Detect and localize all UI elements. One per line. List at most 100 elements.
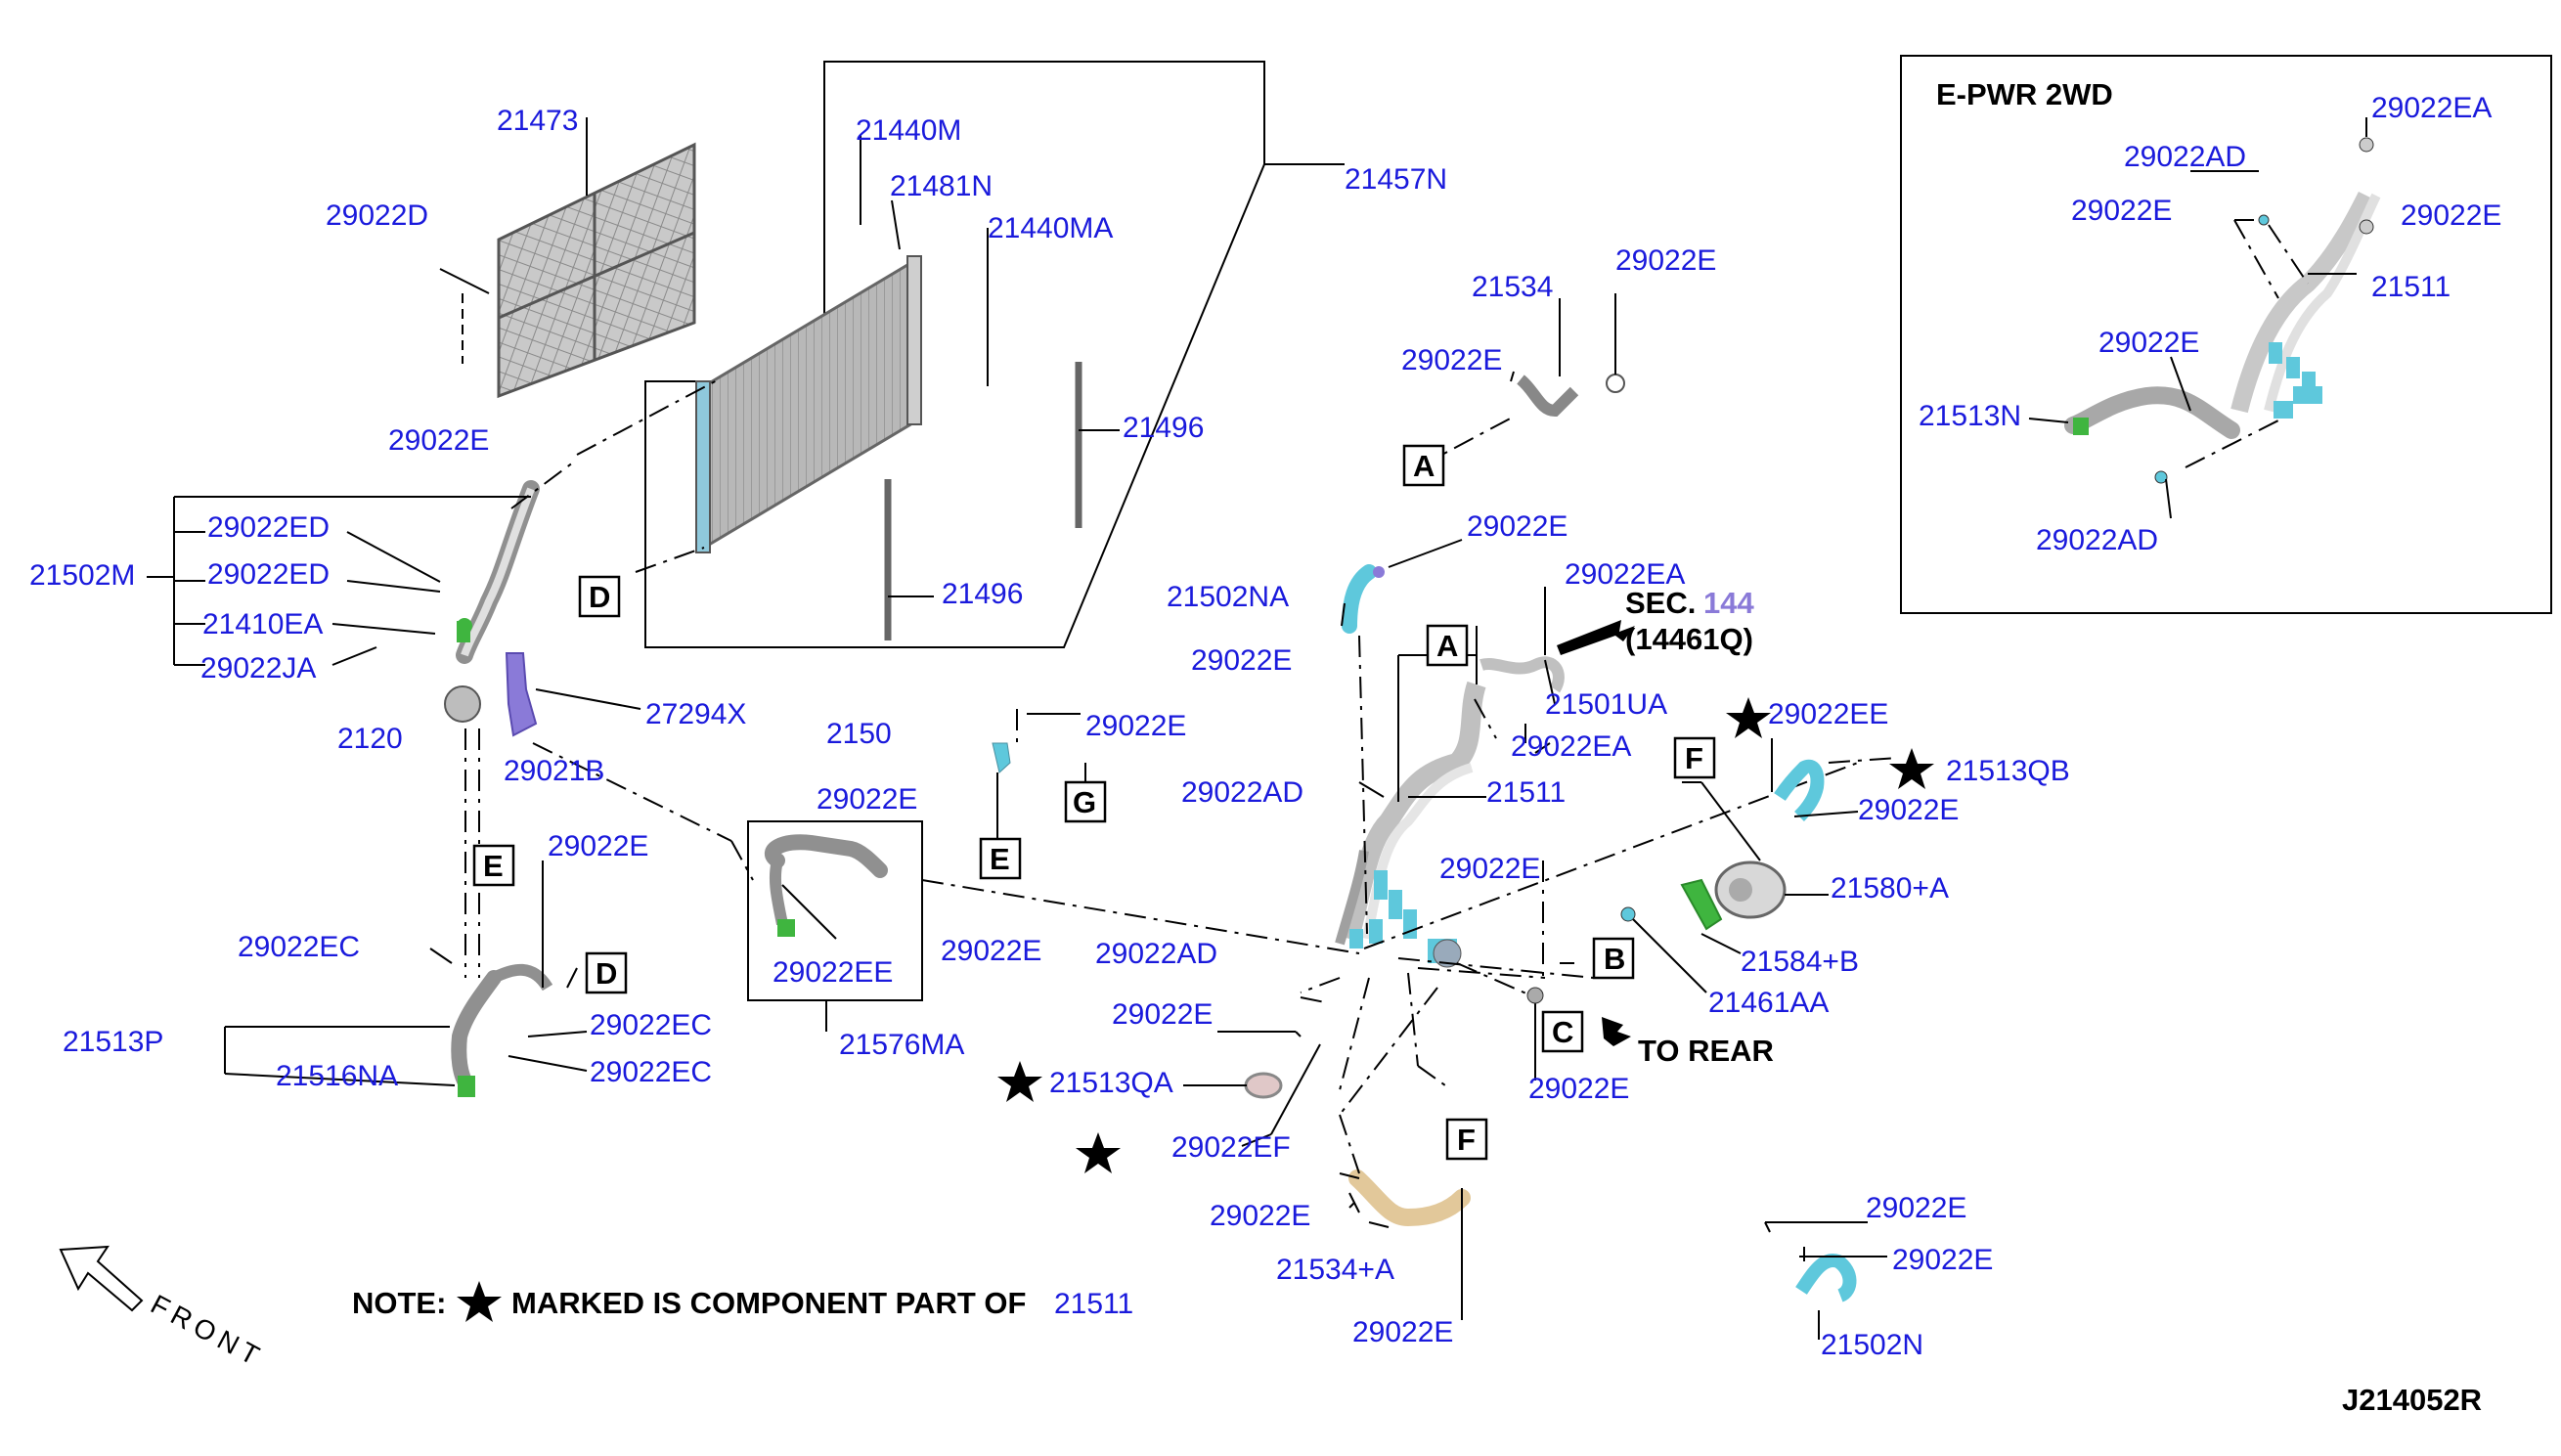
part-label-21502NA[interactable]: 21502NA	[1167, 581, 1289, 613]
star-icon	[1889, 748, 1934, 789]
part-label-21440M[interactable]: 21440M	[856, 114, 961, 147]
part-label-29022E-topright[interactable]: 29022E	[1615, 244, 1716, 277]
inset-label-21511[interactable]: 21511	[2371, 271, 2451, 303]
part-label-29022E-g[interactable]: 29022E	[1085, 710, 1186, 742]
inset-label-29022E-right[interactable]: 29022E	[2401, 199, 2501, 232]
svg-text:G: G	[1073, 785, 1096, 819]
front-label: FRONT	[146, 1289, 269, 1374]
part-label-21511[interactable]: 21511	[1486, 776, 1566, 809]
part-label-21457N[interactable]: 21457N	[1345, 163, 1447, 196]
star-icon	[1076, 1132, 1121, 1173]
part-label-29022EC-2[interactable]: 29022EC	[590, 1009, 712, 1041]
svg-text:C: C	[1552, 1015, 1573, 1049]
callout-F-lower: F	[1445, 1118, 1488, 1161]
section-reference[interactable]: SEC. 144 (14461Q)	[1625, 586, 1754, 656]
front-arrow	[59, 1245, 144, 1312]
part-label-29022EE[interactable]: 29022EE	[773, 956, 893, 989]
svg-text:E: E	[483, 849, 504, 883]
part-label-21513QB[interactable]: 21513QB	[1946, 755, 2070, 787]
part-label-29022E-21576[interactable]: 29022E	[817, 783, 917, 816]
part-label-21534[interactable]: 21534	[1472, 271, 1553, 303]
hose-21576MA-frame	[747, 820, 923, 1001]
part-label-21410EA[interactable]: 21410EA	[202, 608, 323, 640]
inset-label-29022E-mid[interactable]: 29022E	[2098, 327, 2199, 359]
star-icon	[457, 1281, 502, 1322]
part-label-2150[interactable]: 2150	[826, 718, 892, 750]
part-label-21440MA[interactable]: 21440MA	[988, 212, 1113, 244]
part-label-29022E-21534A[interactable]: 29022E	[1210, 1200, 1310, 1232]
part-label-21501UA[interactable]: 21501UA	[1545, 688, 1667, 721]
callout-E-mid: E	[979, 837, 1022, 880]
callout-A-lower: A	[1426, 624, 1469, 667]
part-label-29022D[interactable]: 29022D	[326, 199, 428, 232]
part-label-29022E-e-left[interactable]: 29022E	[548, 830, 648, 862]
part-label-29022E-21513QA[interactable]: 29022E	[1112, 998, 1213, 1031]
svg-text:F: F	[1457, 1123, 1476, 1157]
part-label-29022ED-1[interactable]: 29022ED	[207, 511, 330, 544]
part-label-29022AD-center[interactable]: 29022AD	[1181, 776, 1303, 809]
inset-frame	[1900, 55, 2552, 614]
condenser-core	[695, 255, 922, 553]
part-label-29022JA[interactable]: 29022JA	[200, 652, 316, 684]
part-label-29022ED-2[interactable]: 29022ED	[207, 558, 330, 591]
part-label-29022E-center[interactable]: 29022E	[1439, 853, 1540, 885]
part-label-29022EF[interactable]: 29022EF	[1171, 1131, 1291, 1164]
part-label-29022EA-2[interactable]: 29022EA	[1511, 730, 1631, 763]
part-label-21576MA[interactable]: 21576MA	[839, 1029, 964, 1061]
part-label-21513QA[interactable]: 21513QA	[1049, 1067, 1173, 1099]
part-label-21496-upper[interactable]: 21496	[1123, 412, 1204, 444]
part-label-21513P[interactable]: 21513P	[63, 1026, 163, 1058]
part-label-29022E-below-21502NA[interactable]: 29022E	[1191, 644, 1292, 677]
condenser-group-frame	[644, 61, 1265, 648]
part-label-29022E-21513QB[interactable]: 29022E	[1858, 794, 1959, 826]
part-label-29022EE-top[interactable]: 29022EE	[1768, 698, 1888, 730]
inset-pipe-assembly	[2064, 137, 2381, 484]
diagram-id: J214052R	[2342, 1383, 2482, 1417]
inset-label-29022AD-bottom[interactable]: 29022AD	[2036, 524, 2158, 556]
star-icon	[1726, 697, 1771, 738]
part-label-21584B[interactable]: 21584+B	[1741, 946, 1859, 978]
note: NOTE: MARKED IS COMPONENT PART OF 21511	[352, 1281, 1133, 1322]
svg-text:E: E	[990, 842, 1010, 876]
part-label-29022AD-lower[interactable]: 29022AD	[1095, 938, 1217, 970]
callout-E-left: E	[472, 844, 515, 887]
part-label-29022E-condenser[interactable]: 29022E	[388, 424, 489, 457]
svg-text:SEC.: SEC.	[1625, 586, 1696, 620]
part-label-21473[interactable]: 21473	[497, 105, 578, 137]
inset-label-29022EA[interactable]: 29022EA	[2371, 92, 2492, 124]
svg-text:A: A	[1413, 449, 1435, 483]
star-icon	[997, 1061, 1042, 1102]
svg-text:B: B	[1604, 942, 1625, 976]
part-label-29022E-bottom[interactable]: 29022E	[1352, 1316, 1453, 1348]
svg-text:F: F	[1685, 741, 1703, 775]
part-label-27294X[interactable]: 27294X	[645, 698, 746, 730]
part-label-29022E-c[interactable]: 29022E	[1528, 1073, 1629, 1105]
inset-label-29022E-left[interactable]: 29022E	[2071, 195, 2172, 227]
part-label-29022E-box[interactable]: 29022E	[941, 935, 1041, 967]
inset-label-21513N[interactable]: 21513N	[1919, 400, 2021, 432]
part-label-21461AA[interactable]: 21461AA	[1708, 987, 1829, 1019]
svg-text:MARKED IS COMPONENT PART OF: MARKED IS COMPONENT PART OF	[511, 1286, 1026, 1320]
part-label-29022E-21502N-2[interactable]: 29022E	[1892, 1244, 1993, 1276]
part-label-21481N[interactable]: 21481N	[890, 170, 993, 202]
inset-label-29022AD-top[interactable]: 29022AD	[2124, 141, 2246, 173]
part-label-29021B[interactable]: 29021B	[504, 755, 604, 787]
part-label-29022EC-3[interactable]: 29022EC	[590, 1056, 712, 1088]
part-label-21580A[interactable]: 21580+A	[1831, 872, 1949, 904]
part-label-21502M[interactable]: 21502M	[29, 559, 135, 592]
part-label-21502N[interactable]: 21502N	[1821, 1329, 1923, 1361]
svg-text:A: A	[1436, 629, 1458, 663]
svg-text:NOTE:: NOTE:	[352, 1286, 446, 1320]
part-label-29022E-21502NA[interactable]: 29022E	[1467, 510, 1568, 543]
part-label-29022EA[interactable]: 29022EA	[1565, 558, 1685, 591]
part-label-29022EC-1[interactable]: 29022EC	[238, 931, 360, 963]
part-label-21516NA[interactable]: 21516NA	[276, 1060, 398, 1092]
part-label-29022E-21502N-1[interactable]: 29022E	[1866, 1192, 1966, 1224]
part-label-21496-lower[interactable]: 21496	[942, 578, 1023, 610]
to-rear-label: TO REAR	[1638, 1034, 1774, 1068]
part-label-2120[interactable]: 2120	[337, 723, 403, 755]
part-label-29022E-a-box[interactable]: 29022E	[1401, 344, 1502, 376]
svg-text:(14461Q): (14461Q)	[1625, 622, 1753, 656]
part-label-21534A[interactable]: 21534+A	[1276, 1254, 1394, 1286]
